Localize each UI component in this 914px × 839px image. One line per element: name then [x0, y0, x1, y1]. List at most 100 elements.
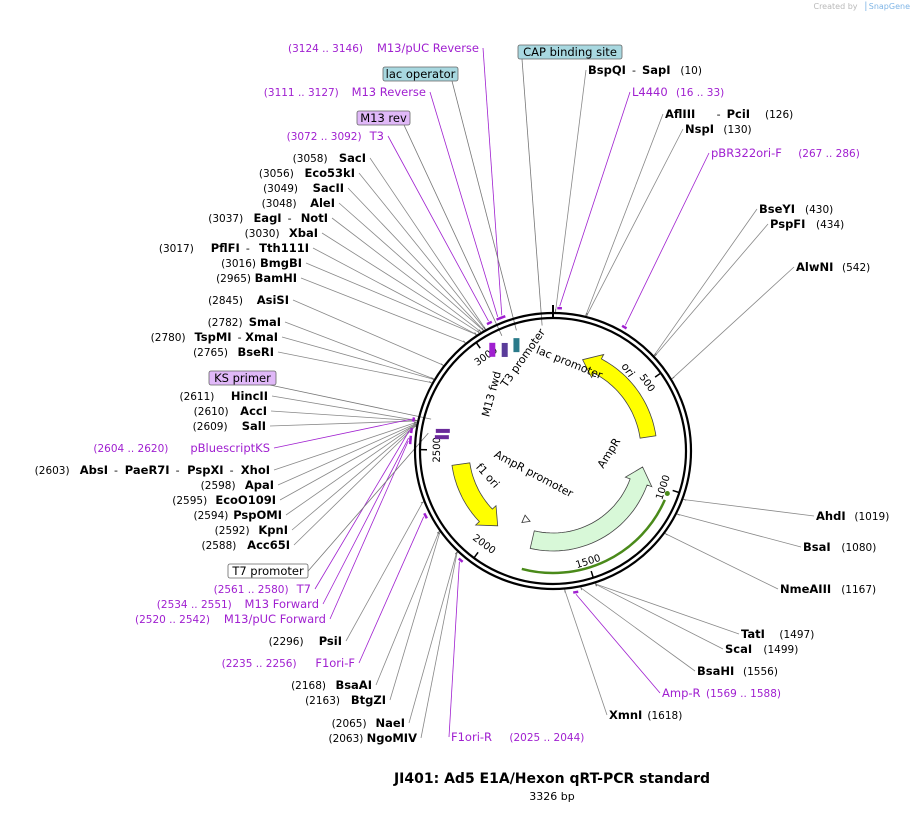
feature-box-lac-operator[interactable]: lac operator: [382, 66, 459, 82]
site-position: (1499): [763, 644, 798, 656]
primer-range: (2025 .. 2044): [509, 732, 584, 744]
primer-m13-forward[interactable]: M13 Forward(2534 .. 2551): [157, 597, 319, 611]
primer-t7[interactable]: T7(2561 .. 2580): [214, 582, 311, 596]
leader-line: [273, 422, 417, 471]
primer-l4440[interactable]: L4440(16 .. 33): [632, 85, 724, 99]
feature-box-t7-promoter[interactable]: T7 promoter: [227, 563, 309, 579]
site-name: SmaI: [249, 315, 281, 329]
feature-box-ks-primer[interactable]: KS primer: [208, 370, 277, 386]
site-position: (2163): [305, 695, 340, 707]
ruler-tick: [473, 551, 479, 559]
site-bseri[interactable]: BseRI(2765): [193, 345, 274, 359]
site-asisi[interactable]: AsiSI(2845): [208, 293, 289, 307]
site-xmni[interactable]: XmnI(1618): [609, 708, 682, 722]
site-position: (2782): [208, 317, 243, 329]
leader-line: [451, 80, 517, 331]
site-nspi[interactable]: NspI(130): [685, 122, 752, 136]
site-scai[interactable]: ScaI(1499): [725, 642, 798, 656]
primer-f1ori-r[interactable]: F1ori-R(2025 .. 2044): [451, 730, 584, 744]
site-smai[interactable]: SmaI (2782): [208, 315, 281, 329]
site-bamhi[interactable]: BamHI(2965): [216, 271, 297, 285]
site-bsahi[interactable]: BsaHI(1556): [697, 664, 778, 678]
site-naei[interactable]: NaeI(2065): [332, 716, 405, 730]
site-eco53ki[interactable]: Eco53kI(3056): [259, 166, 355, 180]
site-position: (1019): [854, 511, 889, 523]
primer-range: (3124 .. 3146): [288, 43, 363, 55]
mcs-feature-mark: [513, 338, 520, 353]
site-tati[interactable]: TatI(1497): [741, 627, 814, 641]
site-position: (1556): [743, 666, 778, 678]
leader-line: [329, 440, 409, 620]
primer-name: F1ori-F: [315, 656, 355, 670]
site-bsai[interactable]: BsaI(1080): [803, 540, 876, 554]
site-acci[interactable]: AccI(2610): [194, 404, 267, 418]
site-alei[interactable]: AleI(3048): [262, 196, 335, 210]
leader-line: [429, 91, 499, 318]
site-absi[interactable]: XhoI-PspXI-PaeR7I-AbsI(2603): [35, 463, 270, 477]
site-sali[interactable]: SalI(2609): [193, 419, 266, 433]
site-pspfi[interactable]: PspFI(434): [770, 217, 844, 231]
site-kpni[interactable]: KpnI(2592): [215, 523, 288, 537]
leader-line: [482, 47, 503, 316]
snapgene-brand-text: SnapGene: [868, 2, 910, 11]
primer-pbr322ori-f[interactable]: pBR322ori-F(267 .. 286): [711, 146, 860, 160]
site-xbai[interactable]: XbaI(3030): [245, 226, 318, 240]
primer-t3[interactable]: T3(3072 .. 3092): [287, 129, 384, 143]
ruler-label: 3000: [473, 345, 500, 369]
leader-line: [293, 426, 416, 546]
primer-pbluescriptks[interactable]: pBluescriptKS(2604 .. 2620): [93, 441, 270, 455]
primer-amp-r[interactable]: Amp-R(1569 .. 1588): [662, 686, 781, 700]
leader-line: [624, 152, 710, 326]
site-hincii[interactable]: HincII(2611): [179, 389, 268, 403]
primer-m13-puc-forward[interactable]: M13/pUC Forward(2520 .. 2542): [135, 612, 326, 626]
leader-line: [403, 124, 503, 336]
site-ecoo109i[interactable]: EcoO109I(2595): [172, 493, 276, 507]
primer-m13-reverse[interactable]: M13 Reverse(3111 .. 3127): [264, 85, 426, 99]
leader-line: [375, 531, 440, 686]
site-pspomi[interactable]: PspOMI(2594): [193, 508, 282, 522]
primer-mark: [411, 417, 416, 422]
leader-line: [277, 423, 416, 486]
site-name: XmaI: [245, 330, 278, 344]
site-bspqi[interactable]: BspQI-SapI(10): [588, 63, 702, 77]
primer-range: (3072 .. 3092): [287, 131, 362, 143]
primer-name: Amp-R: [662, 686, 701, 700]
site-position: (2598): [201, 480, 236, 492]
site-apai[interactable]: ApaI(2598): [201, 478, 274, 492]
site-position: (3037): [208, 213, 243, 225]
site-position: (2168): [291, 680, 326, 692]
leader-line: [665, 533, 779, 590]
leader-line: [338, 202, 484, 331]
site-name: BseYI: [759, 202, 795, 216]
site-position: (3049): [263, 183, 298, 195]
site-nmeaiii[interactable]: NmeAIII(1167): [780, 582, 876, 596]
feature-box-cap-binding-site[interactable]: CAP binding site: [517, 44, 623, 60]
site-eagi[interactable]: NotI-EagI(3037): [208, 211, 328, 225]
site-bmgbi[interactable]: BmgBI(3016): [221, 256, 302, 270]
leader-line: [684, 499, 815, 517]
primer-f1ori-f[interactable]: F1ori-F(2235 .. 2256): [222, 656, 355, 670]
site-sacii[interactable]: SacII(3049): [263, 181, 344, 195]
site-bsaai[interactable]: BsaAI(2168): [291, 678, 372, 692]
site-afliii[interactable]: AflIII-PciI(126): [665, 107, 793, 121]
site-name: EcoO109I: [215, 493, 276, 507]
site-ahdi[interactable]: AhdI(1019): [816, 509, 889, 523]
feature-box-bg: [382, 66, 459, 82]
site-pflfi[interactable]: Tth111I-PflFI(3017): [159, 241, 309, 255]
site-psii[interactable]: PsiI(2296): [269, 634, 342, 648]
primer-m13-puc-reverse[interactable]: M13/pUC Reverse(3124 .. 3146): [288, 41, 479, 55]
ampr-label: AmpR: [595, 435, 624, 470]
site-bseyi[interactable]: BseYI(430): [759, 202, 833, 216]
primer-name: M13 Forward: [245, 597, 319, 611]
site-name: SalI: [242, 419, 266, 433]
m13-fwd-label: M13 fwd: [479, 370, 504, 418]
site-alwni[interactable]: AlwNI(542): [796, 260, 870, 274]
site-btgzi[interactable]: BtgZI(2163): [305, 693, 386, 707]
site-ngomiv[interactable]: NgoMIV(2063): [328, 731, 417, 745]
leader-line: [273, 418, 412, 449]
site-tspmi[interactable]: XmaI-TspMI(2780): [151, 330, 278, 344]
feature-box-label: lac operator: [386, 67, 456, 81]
feature-box-m13-rev[interactable]: M13 rev: [356, 110, 411, 126]
site-acc65i[interactable]: Acc65I(2588): [201, 538, 290, 552]
site-saci[interactable]: SacI(3058): [293, 151, 366, 165]
